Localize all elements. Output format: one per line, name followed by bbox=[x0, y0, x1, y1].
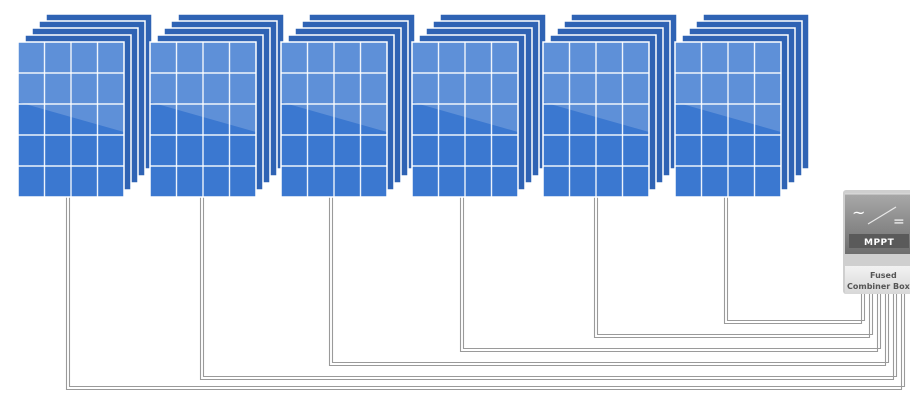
panel-stack-4 bbox=[412, 14, 546, 197]
panel-stack-2 bbox=[150, 14, 284, 197]
solar-panel-front bbox=[412, 42, 518, 197]
solar-panel-front bbox=[18, 42, 124, 197]
panel-strings bbox=[18, 14, 809, 197]
dc-symbol-icon: = bbox=[893, 214, 905, 230]
panel-stack-5 bbox=[543, 14, 677, 197]
solar-panel-front bbox=[150, 42, 256, 197]
ac-symbol-icon: ~ bbox=[852, 203, 865, 222]
string-wire-4 bbox=[461, 195, 881, 352]
solar-panel-front bbox=[675, 42, 781, 197]
fused-combiner-box: ~ = MPPT Fused Combiner Box bbox=[843, 190, 910, 294]
string-wire-1 bbox=[67, 195, 905, 390]
string-wire-5 bbox=[595, 195, 873, 338]
combiner-label-line1: Fused bbox=[870, 271, 897, 280]
solar-panel-front bbox=[543, 42, 649, 197]
panel-stack-1 bbox=[18, 14, 152, 197]
wiring bbox=[67, 195, 905, 390]
string-wire-3 bbox=[330, 195, 889, 366]
panel-stack-3 bbox=[281, 14, 415, 197]
solar-panel-front bbox=[281, 42, 387, 197]
mppt-label: MPPT bbox=[864, 238, 895, 248]
combiner-label-line2: Combiner Box bbox=[847, 282, 910, 291]
panel-stack-6 bbox=[675, 14, 809, 197]
